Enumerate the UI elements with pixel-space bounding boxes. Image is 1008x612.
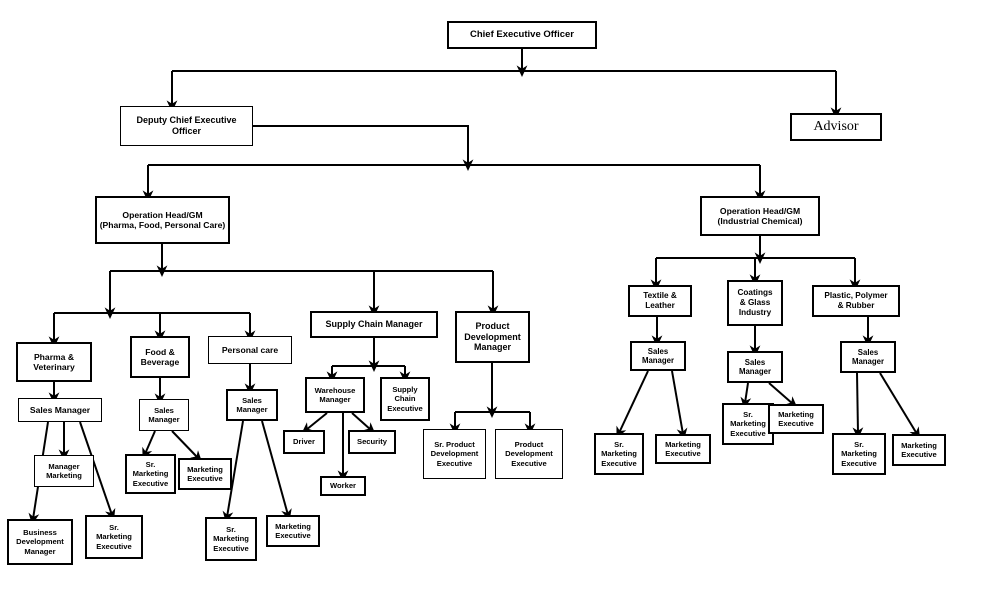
node-security[interactable]: Security	[348, 430, 396, 454]
node-plastic[interactable]: Plastic, Polymer& Rubber	[812, 285, 900, 317]
connector-pc-sm-to-mktexec	[261, 420, 292, 521]
connector-coatings-sm-to-mktexec	[768, 382, 798, 408]
node-supplychain-mgr[interactable]: Supply Chain Manager	[310, 311, 438, 338]
node-label: Driver	[293, 437, 315, 447]
node-pharma[interactable]: Pharma &Veterinary	[16, 342, 92, 382]
node-label: Operation Head/GM(Pharma, Food, Personal…	[99, 209, 226, 230]
node-label: Chief Executive Officer	[469, 29, 574, 41]
node-worker[interactable]: Worker	[320, 476, 366, 496]
connector-pharma-sm-to-srmkt	[79, 421, 116, 521]
node-label: Sales Manager	[29, 404, 91, 415]
node-label: Plastic, Polymer& Rubber	[824, 291, 888, 310]
connector-plastic-sm-to-srmkt	[852, 372, 864, 439]
node-pharma-sales-mgr[interactable]: Sales Manager	[18, 398, 102, 422]
node-label: Security	[357, 437, 387, 447]
connector-coatings-sm-to-srmkt	[740, 382, 752, 409]
connector-wh-to-driver	[301, 412, 328, 434]
connector-plastic-sm-to-mktexec	[879, 372, 921, 440]
node-ophead-left[interactable]: Operation Head/GM(Pharma, Food, Personal…	[95, 196, 230, 244]
node-ceo[interactable]: Chief Executive Officer	[447, 21, 597, 49]
node-driver[interactable]: Driver	[283, 430, 325, 454]
connector-pc-sm-to-srmkt	[222, 420, 244, 523]
orthogonal-connectors	[48, 49, 874, 482]
connector-deputy-right-run	[253, 125, 474, 171]
node-label: Worker	[329, 481, 357, 491]
node-personalcare[interactable]: Personal care	[208, 336, 292, 364]
node-label: Operation Head/GM(Industrial Chemical)	[717, 205, 803, 226]
connector-textile-sm-to-srmkt	[616, 370, 649, 439]
connector-food-sm-to-mktexec	[171, 430, 203, 463]
node-label: Advisor	[813, 119, 859, 135]
diagonal-connectors	[28, 370, 921, 525]
node-label: Pharma &Veterinary	[33, 351, 75, 372]
node-label: Supply Chain Manager	[325, 319, 423, 330]
node-advisor[interactable]: Advisor	[790, 113, 882, 141]
node-label: Food &Beverage	[140, 346, 180, 367]
node-textile[interactable]: Textile &Leather	[628, 285, 692, 317]
connector-food-sm-to-srmkt	[142, 430, 156, 460]
node-ophead-right[interactable]: Operation Head/GM(Industrial Chemical)	[700, 196, 820, 236]
connector-wh-to-security	[351, 412, 376, 435]
node-label: Textile &Leather	[643, 291, 677, 310]
connector-textile-sm-to-mktexec	[671, 370, 688, 440]
node-food[interactable]: Food &Beverage	[130, 336, 190, 378]
node-label: Personal care	[221, 344, 279, 355]
